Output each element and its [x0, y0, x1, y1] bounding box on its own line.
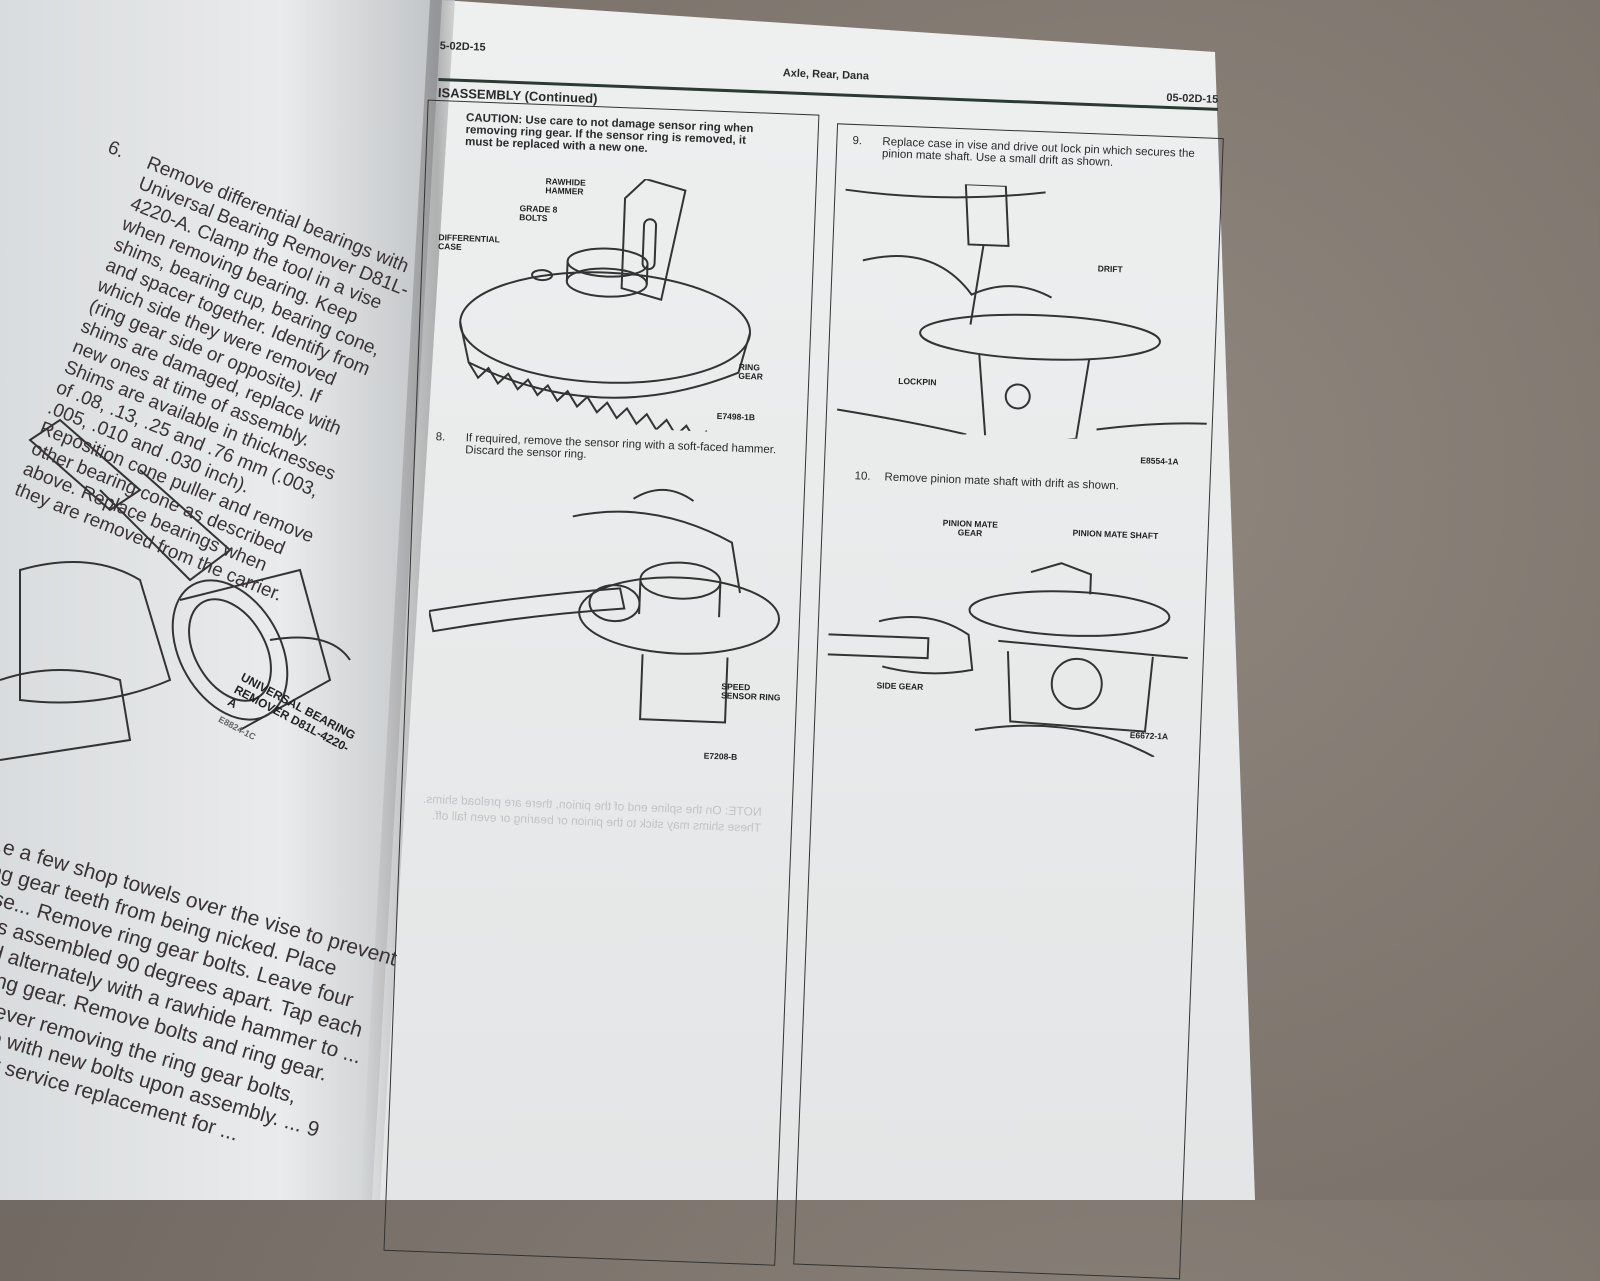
page-title: Axle, Rear, Dana — [782, 67, 870, 83]
fig-label: SPEED SENSOR RING — [720, 681, 781, 703]
fig-label: PINION MATE GEAR — [942, 517, 999, 539]
ring-gear-illustration — [459, 177, 751, 435]
left-page — [0, 0, 455, 1200]
bearing-remover-illustration — [0, 418, 351, 761]
figure-code: E8554-1A — [1140, 455, 1179, 467]
step-number: 8. — [435, 431, 446, 444]
page-code-right: 05-02D-15 — [1166, 91, 1219, 106]
step-number: 9. — [852, 134, 863, 148]
sensor-ring-illustration — [427, 488, 781, 724]
fig-label: SIDE GEAR — [876, 680, 924, 693]
fig-label: DIFFERENTIAL CASE — [437, 232, 500, 252]
pinion-mate-illustration — [827, 562, 1188, 758]
right-page-content: 5-02D-15 Axle, Rear, Dana 05-02D-15 ISAS… — [383, 40, 1224, 1280]
fig-label: DRIFT — [1097, 263, 1123, 275]
fig-label: RING GEAR — [738, 361, 764, 382]
caution-text: CAUTION: Use care to not damage sensor r… — [464, 112, 754, 156]
figure-code: E7498-1B — [716, 410, 756, 423]
figure-code: E7208-B — [703, 750, 738, 762]
figure-code: E6672-1A — [1129, 729, 1169, 742]
step-number: 10. — [854, 470, 871, 483]
show-through-text: NOTE: On the spline end of the pinion, t… — [422, 791, 762, 835]
drift-illustration — [836, 183, 1207, 444]
step-10-text: Remove pinion mate shaft with drift as s… — [884, 471, 1120, 493]
right-column: 9. Replace case in vise and drive out lo… — [793, 123, 1224, 1280]
page-code-left: 5-02D-15 — [439, 40, 486, 54]
step-8-text: If required, remove the sensor ring with… — [465, 432, 777, 461]
fig-label: GRADE 8 BOLTS — [519, 203, 558, 224]
step-9-text: Replace case in vise and drive out lock … — [881, 136, 1196, 169]
fig-label: LOCKPIN — [898, 375, 937, 388]
left-column: CAUTION: Use care to not damage sensor r… — [383, 99, 820, 1266]
fig-label: RAWHIDE HAMMER — [545, 176, 586, 197]
right-page — [372, 0, 1255, 1200]
fig-label: PINION MATE SHAFT — [1072, 527, 1159, 541]
